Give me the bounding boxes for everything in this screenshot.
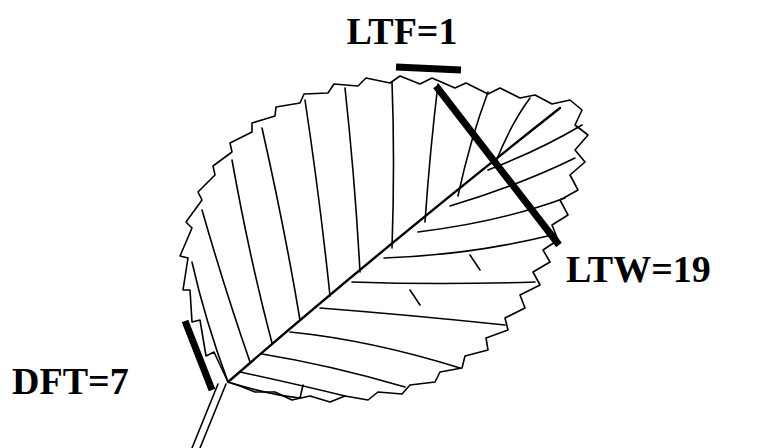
- dft-measure-bar: [185, 321, 212, 390]
- ltf-label: LTF=1: [346, 12, 457, 50]
- ltw-label: LTW=19: [566, 250, 711, 288]
- leaf-veins: [192, 82, 582, 398]
- ltf-measure-bar: [396, 67, 461, 70]
- leaf-outline: [180, 76, 588, 402]
- petiole: [192, 384, 226, 448]
- ltw-measure-bar: [436, 86, 559, 245]
- dft-label: DFT=7: [12, 362, 129, 400]
